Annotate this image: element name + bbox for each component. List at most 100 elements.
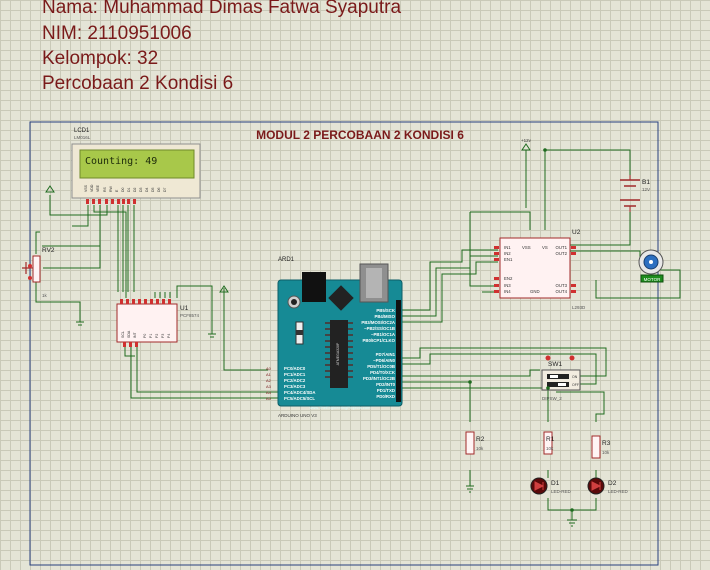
u2-pin-out4: OUT4 — [556, 289, 568, 294]
u2-pin-gnd: GND — [530, 289, 540, 294]
lcd-pin-d6: D6 — [157, 187, 161, 192]
switch-ref: SW1 — [548, 361, 562, 368]
arduino-ref: ARD1 — [278, 257, 295, 263]
dc-motor: MOTOR — [638, 249, 664, 283]
r1-ref: R1 — [546, 436, 555, 443]
resistor-r1: R1 10k — [543, 431, 555, 455]
ard-pin-pd4: PD4/T0/XCK — [370, 370, 396, 375]
d1-ref: D1 — [551, 480, 560, 487]
lcd-pin-d4: D4 — [145, 187, 149, 192]
motor-label: MOTOR — [644, 277, 661, 282]
r1-value: 10k — [546, 446, 554, 451]
header-name: Nama: Muhammad Dimas Fatwa Syaputra — [42, 0, 402, 18]
header-nim: NIM: 2110951006 — [42, 23, 192, 44]
sheet-title: MODUL 2 PERCOBAAN 2 KONDISI 6 — [256, 128, 464, 142]
u1-pin-p4: P4 — [167, 334, 171, 338]
lcd-pin-d1: D1 — [127, 187, 131, 192]
u1-pin-scl: SCL — [121, 331, 125, 338]
lcd-pin-rs: RS — [103, 186, 107, 192]
rv2-ref: RV2 — [42, 247, 55, 254]
ard-pin-pb3: PB3/MOSI/OC2A — [361, 320, 395, 325]
d2-ref: D2 — [608, 480, 617, 487]
ard-pin-pd7: PD7/AIN1 — [376, 352, 396, 357]
u2-pin-out3: OUT3 — [556, 283, 568, 288]
u2-pin-vs: VS — [542, 245, 548, 250]
ard-pin-pd5: PD5/T1/OC0B — [367, 364, 395, 369]
u1-pcf8574: U1 PCF8574 SCL SDA INT P0 P1 P2 P3 P4 — [116, 299, 200, 347]
ard-pin-pc3: PC3/ADC3 — [284, 384, 306, 389]
ard-pin-pd0: PD0/RXD — [376, 394, 395, 399]
dip-switch-sw1: SW1 ON OFF DIPSW_2 — [541, 355, 581, 401]
ground-symbol — [45, 185, 577, 527]
switch-state-off: OFF — [572, 383, 579, 387]
u2-pin-out2: OUT2 — [556, 251, 568, 256]
u2-pin-in4: IN4 — [504, 289, 511, 294]
r3-ref: R3 — [602, 440, 611, 447]
arduino-part: ARDUINO UNO V3 — [278, 413, 317, 418]
u2-pin-vss: VSS — [522, 245, 531, 250]
u2-pin-out1: OUT1 — [556, 245, 568, 250]
r2-value: 10k — [476, 446, 484, 451]
u1-part: PCF8574 — [180, 313, 200, 318]
led-d1: D1 LED-RED — [530, 477, 572, 495]
ard-pin-pc2: PC2/ADC2 — [284, 378, 306, 383]
u2-pin-en2: EN2 — [504, 276, 513, 281]
lcd-pin-rw: RW — [109, 186, 113, 192]
arduino-uno: ARD1 ATMEGA328P PB5/SCK PB4/MISO PB3/M — [266, 257, 403, 418]
lcd-screen — [79, 149, 195, 179]
ard-pin-pc1: PC1/ADC1 — [284, 372, 306, 377]
rv2-potentiometer: RV2 1k — [22, 247, 55, 298]
battery-b1: B1 12V — [620, 175, 650, 212]
ard-pin-pb0: PB0/ICP1/CLKO — [363, 338, 396, 343]
switch-state-on: ON — [572, 375, 578, 379]
digital-header — [396, 300, 401, 402]
resistor-r2: R2 10k — [465, 431, 485, 455]
lcd-module: Counting: 49 LCD1 LM016L VSS VDD VEE RS … — [71, 128, 201, 204]
lcd-pin-d5: D5 — [151, 187, 155, 192]
u2-pin-in2: IN2 — [504, 251, 511, 256]
ard-label-a5: A5 — [266, 396, 272, 401]
atmega328p-chip — [330, 320, 348, 388]
ard-pin-pb5: PB5/SCK — [376, 308, 396, 313]
lcd-pin-vdd: VDD — [90, 184, 94, 192]
ard-pin-pd3: PD3/INT1/OC2B — [363, 376, 395, 381]
u2-ref: U2 — [572, 229, 581, 236]
u2-part: L293D — [572, 305, 586, 310]
ard-label-a1: A1 — [266, 372, 272, 377]
lcd-pin-d3: D3 — [139, 187, 143, 192]
d2-part: LED-RED — [608, 489, 629, 494]
r2-ref: R2 — [476, 436, 485, 443]
battery-ref: B1 — [642, 179, 650, 186]
ard-pin-pb4: PB4/MISO — [374, 314, 395, 319]
u2-pin-in3: IN3 — [504, 283, 511, 288]
ard-pin-pb2: ~PB2/SS/OC1B — [364, 326, 395, 331]
battery-value: 12V — [642, 187, 650, 192]
ard-label-a0: A0 — [266, 366, 272, 371]
rv2-value: 1k — [42, 293, 48, 298]
resistor-r3: R3 10k — [591, 435, 611, 459]
sheet-border — [29, 121, 659, 566]
u1-pin-int: INT — [133, 332, 137, 339]
u1-pin-p3: P3 — [161, 334, 165, 338]
lcd-part: LM016L — [74, 135, 91, 140]
supply-12v: +12v — [521, 138, 532, 151]
lcd-pin-vss: VSS — [84, 184, 88, 192]
ard-pin-pc0: PC0/ADC0 — [284, 366, 306, 371]
wire-junctions — [468, 148, 574, 512]
arduino-website: www.TheEngineeringProjects.com — [310, 405, 372, 410]
d1-part: LED-RED — [551, 489, 572, 494]
ard-pin-pd6: ~PD6/AIN0 — [373, 358, 395, 363]
lcd-pin-vee: VEE — [96, 184, 100, 192]
dc-jack — [302, 272, 326, 302]
lcd-ref: LCD1 — [74, 128, 90, 134]
lcd-display-text: Counting: 49 — [85, 156, 157, 167]
lcd-pin-e: E — [115, 189, 119, 192]
lcd-pin-d0: D0 — [121, 187, 125, 192]
ard-pin-pc4: PC4/ADC4/SDA — [284, 390, 316, 395]
lcd-pin-d2: D2 — [133, 187, 137, 192]
u2-pin-in1: IN1 — [504, 245, 511, 250]
led-d2: D2 LED-RED — [587, 477, 629, 495]
u1-ref: U1 — [180, 305, 189, 312]
u1-pin-p2: P2 — [155, 334, 159, 338]
